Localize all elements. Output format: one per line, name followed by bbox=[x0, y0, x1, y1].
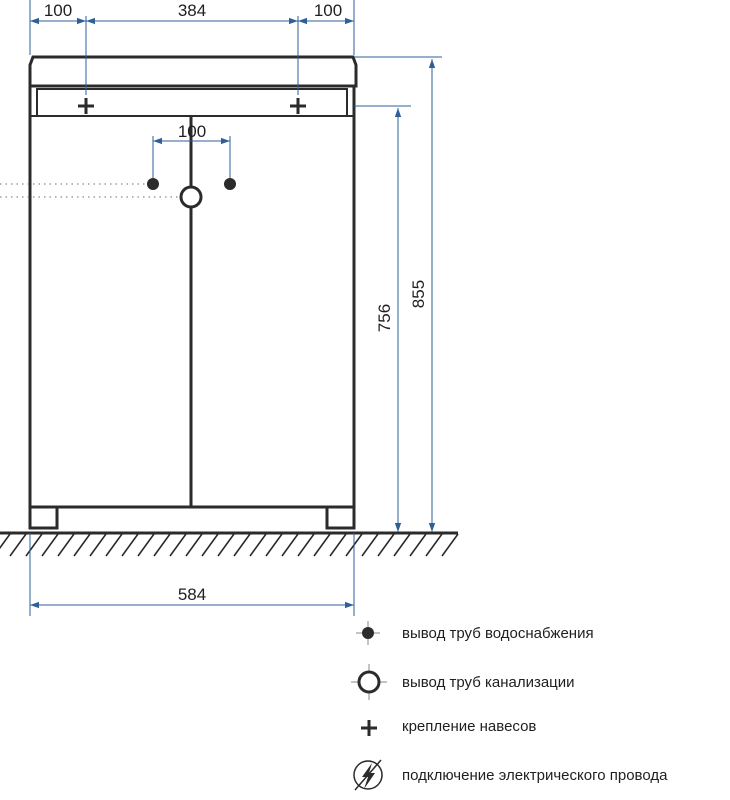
right-leg bbox=[325, 505, 356, 530]
dimension-lines bbox=[29, 0, 442, 616]
floor-hatch-line bbox=[41, 533, 59, 557]
dim-total-height: 855 bbox=[409, 280, 428, 308]
floor-hatch-line bbox=[89, 533, 107, 557]
floor-hatch-line bbox=[25, 533, 43, 557]
floor-hatch-line bbox=[265, 533, 283, 557]
floor-hatch-line bbox=[441, 533, 459, 557]
legend-label: подключение электрического провода bbox=[402, 767, 668, 784]
dim-top-left-offset: 100 bbox=[44, 1, 72, 20]
legend-label: вывод труб водоснабжения bbox=[402, 625, 594, 642]
floor-hatch-line bbox=[393, 533, 411, 557]
floor-hatch-line bbox=[137, 533, 155, 557]
floor-hatch-line bbox=[409, 533, 427, 557]
floor-hatch-line bbox=[73, 533, 91, 557]
dim-top-right-offset: 100 bbox=[314, 1, 342, 20]
floor-hatch-line bbox=[313, 533, 331, 557]
floor-hatch-line bbox=[217, 533, 235, 557]
dim-total-width: 584 bbox=[178, 585, 206, 604]
floor-hatch-line bbox=[121, 533, 139, 557]
floor-hatch-line bbox=[329, 533, 347, 557]
legend-item-mount: крепление навесов bbox=[361, 718, 536, 736]
floor-hatch-line bbox=[105, 533, 123, 557]
top-rail bbox=[36, 88, 348, 117]
legend-item-water-supply: вывод труб водоснабжения bbox=[356, 621, 594, 645]
floor-hatch-line bbox=[361, 533, 379, 557]
floor-hatch-line bbox=[233, 533, 251, 557]
legend-item-electric: подключение электрического провода bbox=[353, 759, 668, 791]
floor-hatch-line bbox=[153, 533, 171, 557]
floor bbox=[0, 531, 459, 557]
drain-circle-icon bbox=[179, 185, 203, 209]
mount-cross-icon bbox=[361, 720, 377, 736]
floor-hatch-line bbox=[9, 533, 27, 557]
legend-label: крепление навесов bbox=[402, 718, 536, 735]
water-supply-dot-icon bbox=[356, 621, 380, 645]
guide-lines bbox=[0, 183, 181, 198]
dim-pipe-spacing: 100 bbox=[178, 122, 206, 141]
mount-cross-icon bbox=[78, 98, 94, 114]
electric-bolt-icon bbox=[353, 759, 383, 791]
floor-hatch-line bbox=[281, 533, 299, 557]
floor-hatch-line bbox=[297, 533, 315, 557]
floor-hatch-line bbox=[425, 533, 443, 557]
water-supply-dot-icon bbox=[224, 178, 236, 190]
floor-hatch-line bbox=[57, 533, 75, 557]
cabinet bbox=[28, 55, 358, 530]
legend-label: вывод труб канализации bbox=[402, 674, 575, 691]
floor-hatch-line bbox=[249, 533, 267, 557]
floor-hatch-line bbox=[377, 533, 395, 557]
floor-hatch-line bbox=[0, 533, 11, 550]
left-leg bbox=[28, 505, 59, 530]
countertop bbox=[28, 55, 358, 88]
mount-cross-icon bbox=[290, 98, 306, 114]
drain-circle-icon bbox=[351, 664, 387, 700]
floor-hatch-line bbox=[201, 533, 219, 557]
legend: вывод труб водоснабжения вывод труб кана… bbox=[351, 621, 668, 791]
legend-item-drain: вывод труб канализации bbox=[351, 664, 575, 700]
dim-top-center-span: 384 bbox=[178, 1, 206, 20]
floor-hatch-line bbox=[169, 533, 187, 557]
dim-body-height: 756 bbox=[375, 304, 394, 332]
water-supply-dot-icon bbox=[147, 178, 159, 190]
floor-hatch-line bbox=[185, 533, 203, 557]
